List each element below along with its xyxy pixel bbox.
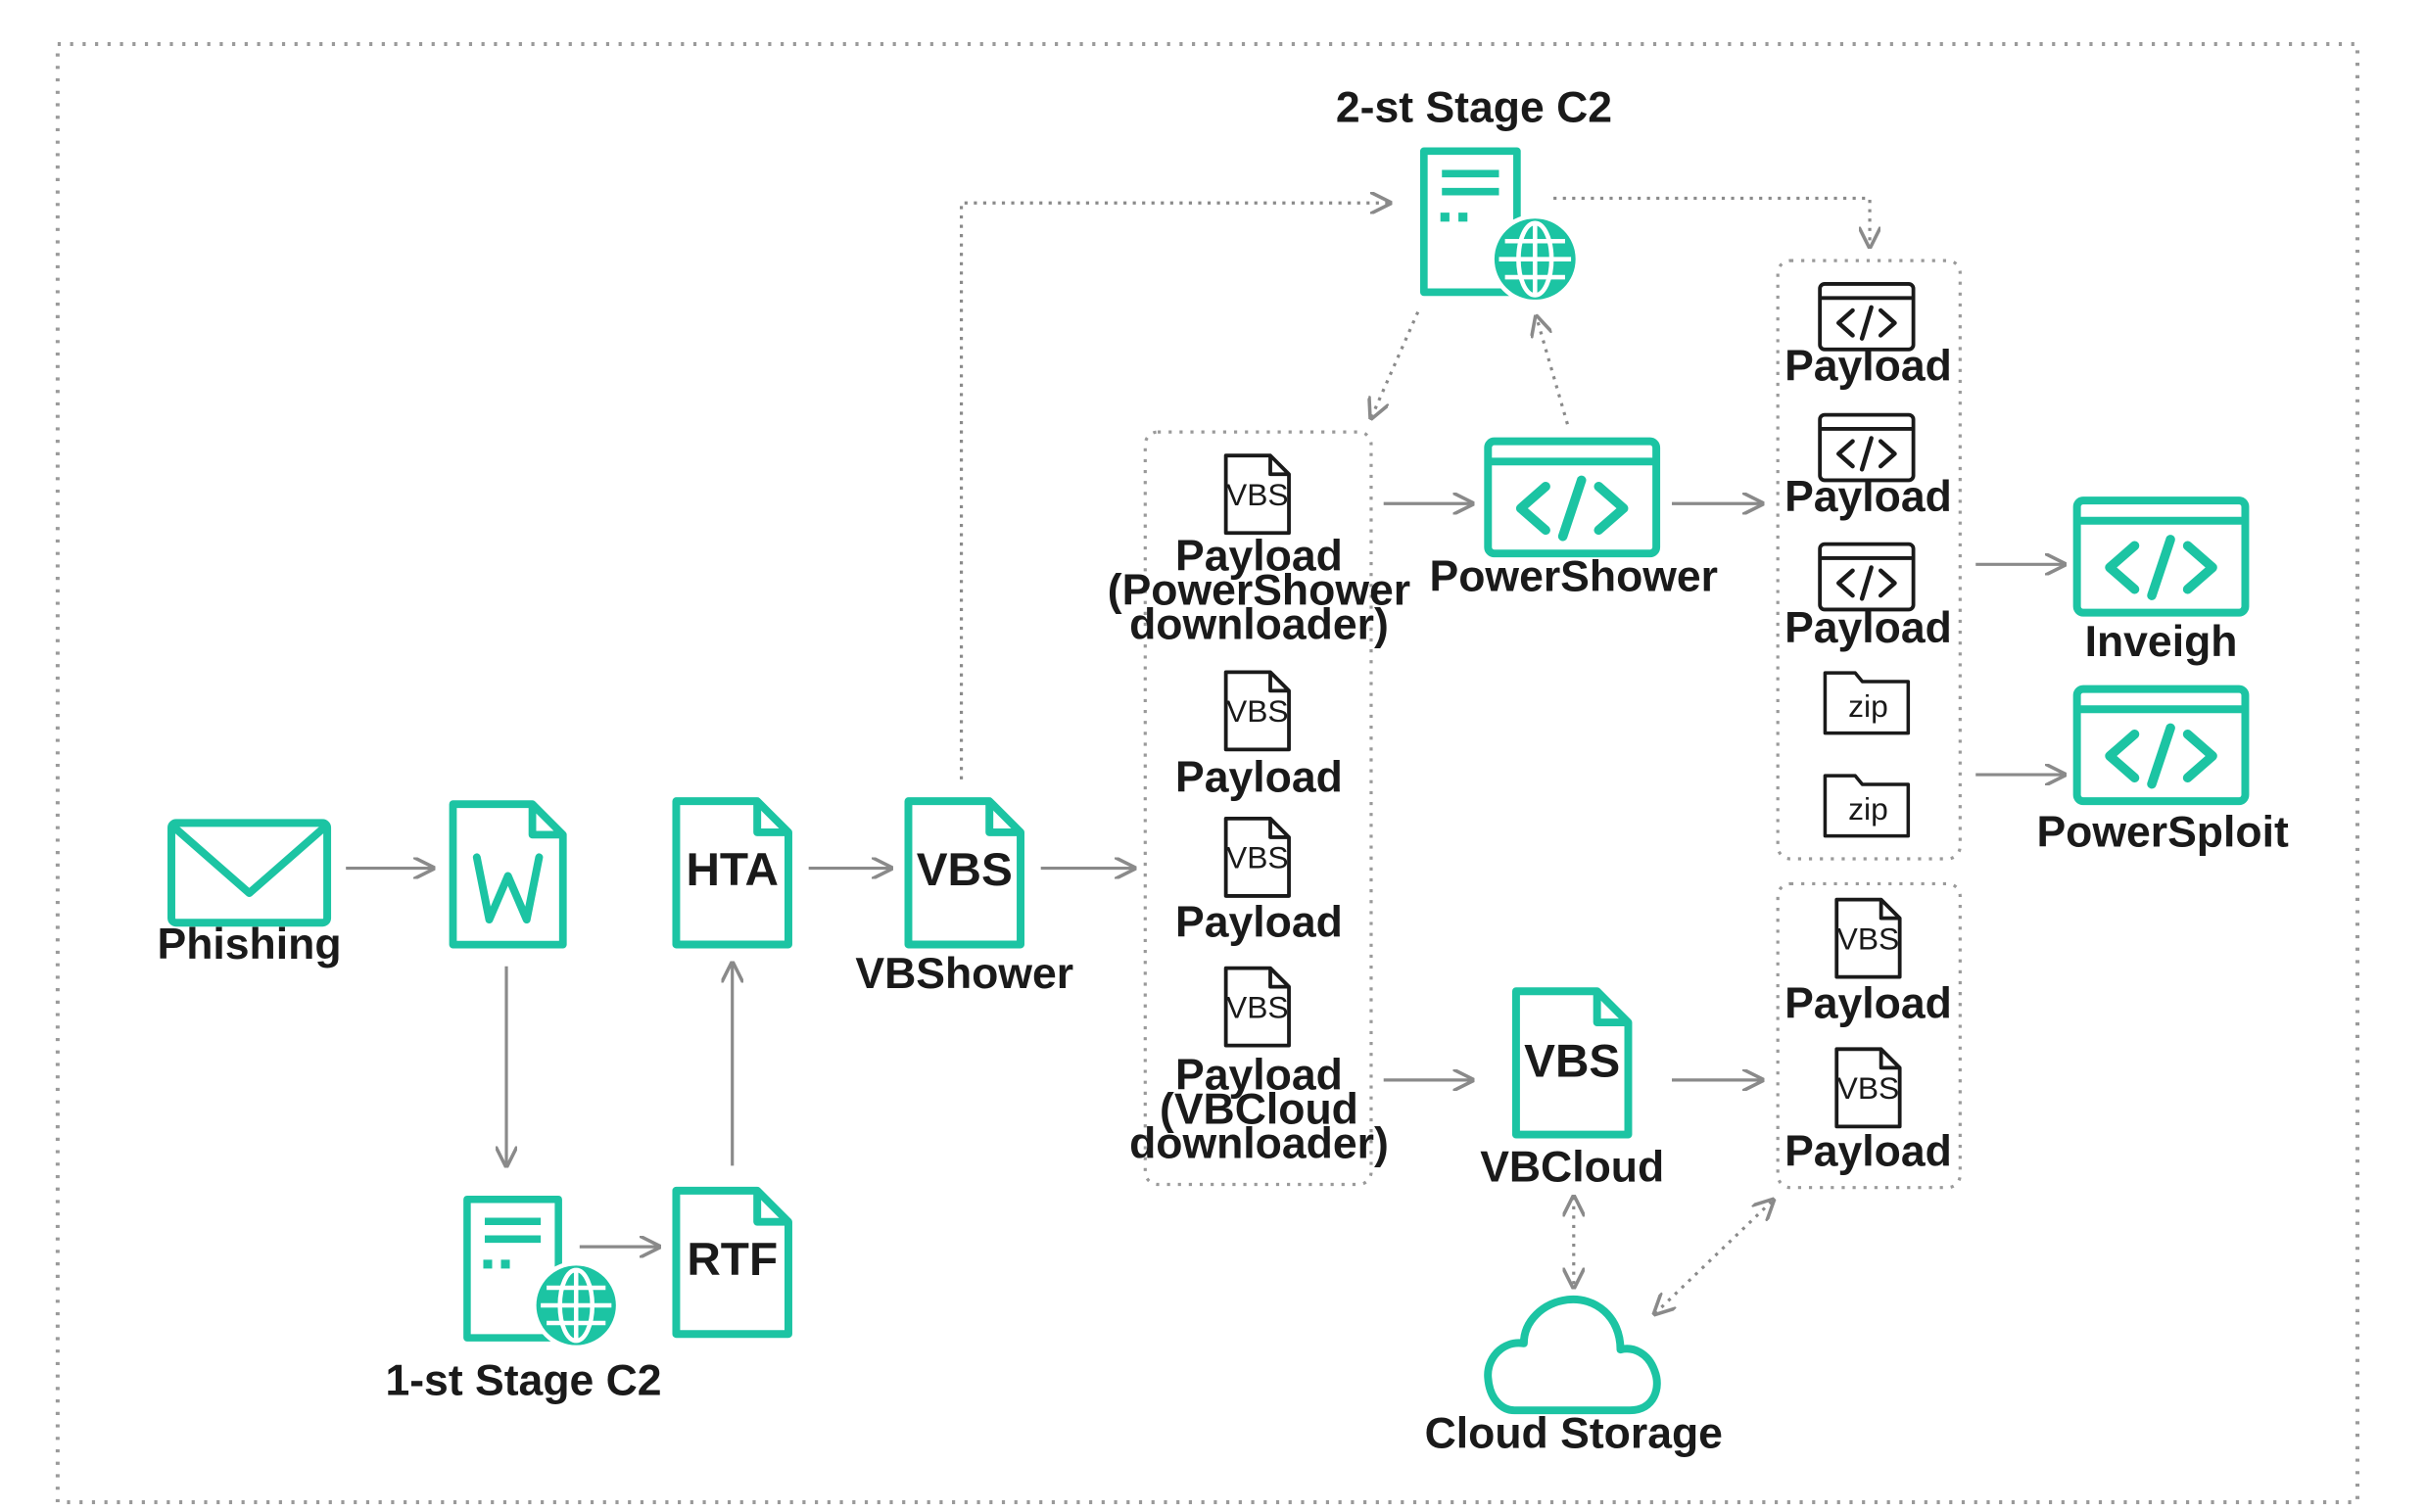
middle-item-3-icon-text: VBS <box>1226 840 1289 875</box>
vbshower-label: VBShower <box>855 950 1073 998</box>
right-bottom-item-1-icon-text: VBS <box>1837 921 1900 956</box>
arrow-vbshower-to-c2-stage2 <box>959 203 1390 780</box>
arrow-cloud-storage-right-group <box>1655 1200 1774 1313</box>
powershower-label: PowerShower <box>1430 552 1718 600</box>
arrow-powershower-to-c2-stage2 <box>1537 316 1569 425</box>
cloud-storage-label: Cloud Storage <box>1425 1409 1723 1457</box>
envelope-icon <box>167 819 332 927</box>
code-window-icon <box>2077 500 2246 613</box>
right-bottom-item-1-label: Payload <box>1784 979 1952 1027</box>
word-document-icon <box>453 804 563 944</box>
cloud-icon <box>1484 1295 1661 1415</box>
middle-item-1-line-2: (PowerShower <box>1108 567 1410 615</box>
middle-item-4-icon-text: VBS <box>1226 989 1289 1024</box>
middle-group-items: VBS Payload (PowerShower downloader) VBS… <box>1108 453 1410 1167</box>
hta-doc-text: HTA <box>686 844 779 896</box>
middle-item-1-line-1: Payload <box>1175 533 1343 581</box>
c2-stage1-label: 1-st Stage C2 <box>385 1356 661 1404</box>
arrow-c2-stage2-to-middle-group <box>1371 310 1420 418</box>
middle-item-4-line-1: Payload <box>1175 1051 1343 1099</box>
right-top-item-3-label: Payload <box>1784 604 1952 652</box>
c2-stage2-label: 2-st Stage C2 <box>1336 84 1612 132</box>
server-globe-icon <box>467 1200 616 1346</box>
right-top-group-items: Payload Payload Payload zip zip <box>1784 284 1952 838</box>
outer-frame <box>55 41 2359 1505</box>
vbcloud-doc-text: VBS <box>1524 1036 1620 1088</box>
middle-item-2-line-1: Payload <box>1175 754 1343 802</box>
middle-item-4-line-2: (VBCloud <box>1160 1085 1358 1133</box>
right-bottom-group-items: VBS Payload VBS Payload <box>1784 897 1952 1175</box>
middle-item-2-icon-text: VBS <box>1226 693 1289 729</box>
right-top-item-5-label: zip <box>1848 791 1888 827</box>
code-window-icon <box>2077 689 2246 802</box>
vbcloud-label: VBCloud <box>1480 1143 1664 1191</box>
inveigh-label: Inveigh <box>2085 618 2238 666</box>
connectors <box>346 198 2065 1313</box>
middle-item-4-line-3: downloader) <box>1129 1119 1389 1167</box>
right-top-item-1-label: Payload <box>1784 343 1952 391</box>
middle-item-1-line-3: downloader) <box>1129 601 1389 649</box>
payload-group-bottom-right <box>1776 881 1962 1190</box>
right-bottom-item-2-label: Payload <box>1784 1127 1952 1175</box>
middle-item-1-icon-text: VBS <box>1226 477 1289 512</box>
rtf-doc-text: RTF <box>687 1234 778 1286</box>
right-top-item-2-label: Payload <box>1784 473 1952 521</box>
payload-group-top-right <box>1776 259 1962 861</box>
vbshower-doc-text: VBS <box>917 844 1013 896</box>
arrow-c2-stage2-to-right-group <box>1553 196 1870 246</box>
right-bottom-item-2-icon-text: VBS <box>1837 1070 1900 1106</box>
phishing-label: Phishing <box>158 921 342 969</box>
middle-item-3-line-1: Payload <box>1175 899 1343 947</box>
powersploit-label: PowerSploit <box>2036 808 2288 856</box>
code-window-icon <box>1488 442 1656 554</box>
payload-group-middle <box>1143 430 1373 1187</box>
server-globe-icon <box>1424 151 1576 300</box>
right-top-item-4-label: zip <box>1848 688 1888 724</box>
